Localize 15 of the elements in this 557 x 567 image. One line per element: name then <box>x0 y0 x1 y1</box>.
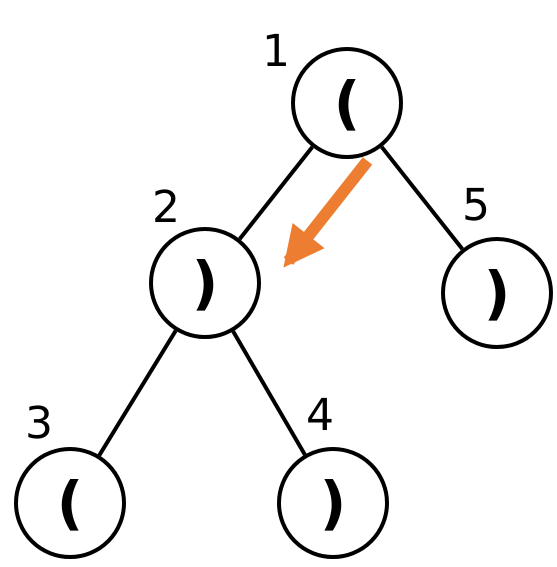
node-number: 4 <box>306 394 334 438</box>
arrow <box>283 157 372 268</box>
parenthesis: ) <box>484 264 510 322</box>
tree-edge <box>238 146 314 240</box>
parenthesis: ) <box>192 254 218 312</box>
node-number: 5 <box>462 184 490 228</box>
tree-edge <box>380 146 464 250</box>
node-number: 1 <box>262 30 290 74</box>
parenthesis: ( <box>56 474 84 532</box>
tree-edge <box>98 330 178 456</box>
parenthesis: ) <box>320 474 346 532</box>
tree-edge <box>231 330 307 456</box>
parenthesis: ( <box>334 74 360 132</box>
node-number: 3 <box>25 402 53 446</box>
node-number: 2 <box>152 186 180 230</box>
